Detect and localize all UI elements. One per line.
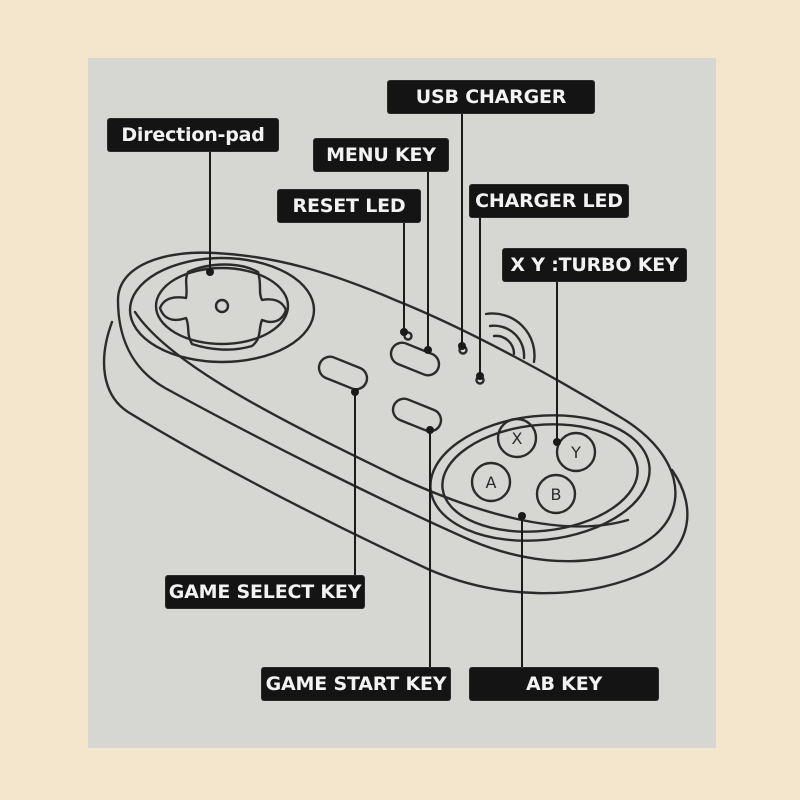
face-button-well bbox=[429, 414, 651, 542]
b-button-label: B bbox=[551, 485, 562, 504]
label-ab-key: AB KEY bbox=[470, 668, 658, 700]
reset-led bbox=[403, 331, 413, 341]
controller-body-outline bbox=[116, 251, 677, 563]
dpad-outer-ring bbox=[128, 256, 316, 364]
label-game-start-key: GAME START KEY bbox=[262, 668, 450, 700]
a-button-label: A bbox=[486, 473, 497, 492]
wireless-icon bbox=[484, 312, 536, 364]
controller-body-bevel bbox=[133, 310, 630, 528]
x-button bbox=[496, 417, 538, 459]
label-menu-key: MENU KEY bbox=[314, 139, 448, 171]
label-game-select-key: GAME SELECT KEY bbox=[166, 576, 364, 608]
y-button bbox=[555, 431, 597, 473]
game-select-button bbox=[317, 355, 369, 391]
label-reset-led: RESET LED bbox=[278, 190, 420, 222]
label-charger-led: CHARGER LED bbox=[470, 185, 628, 217]
label-direction-pad: Direction-pad bbox=[108, 119, 278, 151]
b-button bbox=[535, 473, 577, 515]
y-button-label: Y bbox=[570, 443, 581, 462]
a-button bbox=[470, 461, 512, 503]
x-button-label: X bbox=[512, 429, 523, 448]
dpad-inner-ring bbox=[154, 266, 290, 346]
label-xy-turbo-key: X Y :TURBO KEY bbox=[503, 249, 686, 281]
menu-button bbox=[389, 341, 441, 377]
dpad-cross bbox=[158, 263, 288, 351]
game-start-button bbox=[391, 397, 443, 433]
label-usb-charger: USB CHARGER bbox=[388, 81, 594, 113]
